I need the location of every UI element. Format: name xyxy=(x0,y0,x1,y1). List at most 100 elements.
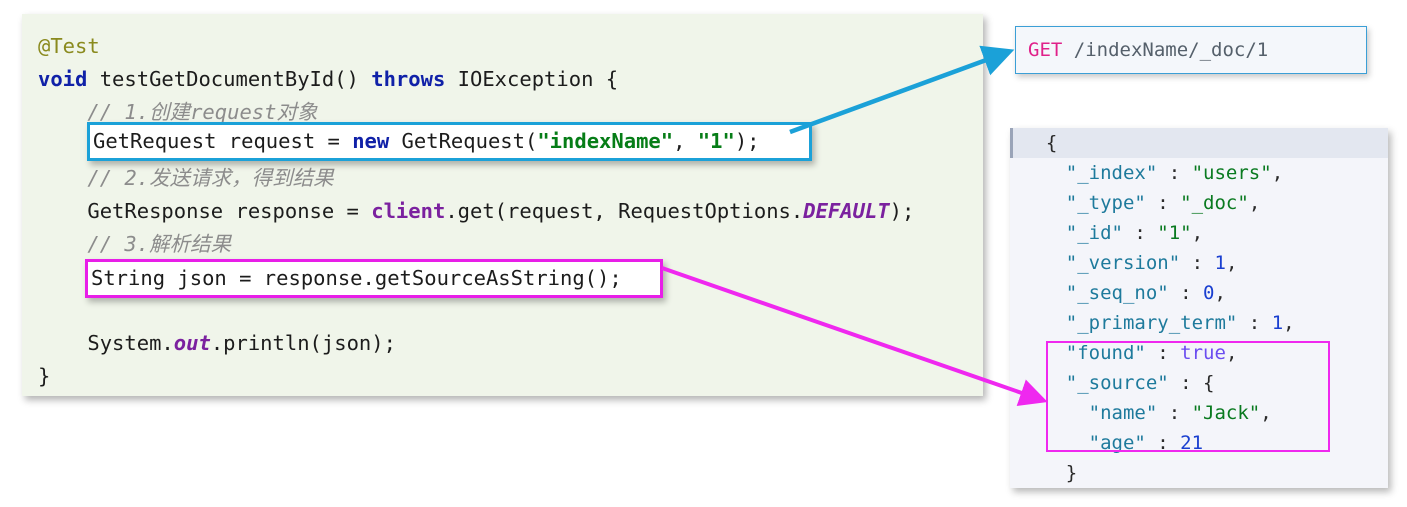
client-variable: client xyxy=(371,199,446,223)
json-token: : xyxy=(1145,342,1181,364)
request-path: /indexName/_doc/1 xyxy=(1062,39,1269,61)
json-token: : xyxy=(1237,312,1272,334)
print-prefix: System. xyxy=(87,331,174,355)
exception-type: IOException { xyxy=(445,67,619,91)
json-token: } xyxy=(1065,462,1078,484)
json-token: , xyxy=(1260,402,1272,424)
json-token: "_id" xyxy=(1065,222,1123,244)
parse-result-highlight: String json = response.getSourceAsString… xyxy=(85,259,663,298)
json-token: "name" xyxy=(1088,402,1158,424)
create-suffix: ); xyxy=(734,129,760,153)
get-request-box: GET /indexName/_doc/1 xyxy=(1015,26,1367,74)
code-line-send: GetResponse response = client.get(reques… xyxy=(38,195,983,228)
code-lines: @Test void testGetDocumentById() throws … xyxy=(22,14,983,393)
comment-send-request: // 2.发送请求，得到结果 xyxy=(87,166,334,190)
json-indent xyxy=(1023,132,1046,154)
method-name: testGetDocumentById() xyxy=(87,67,372,91)
keyword-void: void xyxy=(38,67,88,91)
json-line: { xyxy=(1010,128,1388,158)
keyword-new: new xyxy=(352,129,390,153)
json-indent xyxy=(1020,462,1066,484)
json-indent xyxy=(1020,402,1089,424)
json-line: "age" : 21 xyxy=(1010,428,1388,458)
json-token: "_primary_term" xyxy=(1065,312,1238,334)
create-comma: , xyxy=(673,129,698,153)
json-line: "_id" : "1", xyxy=(1010,218,1388,248)
json-indent xyxy=(1020,282,1066,304)
annotation-token: @Test xyxy=(38,34,100,58)
http-verb: GET xyxy=(1028,39,1063,61)
json-token: "_index" xyxy=(1065,162,1158,184)
json-indent xyxy=(1020,342,1066,364)
code-line-blank xyxy=(38,294,983,327)
json-indent xyxy=(1020,192,1066,214)
json-line: "_source" : { xyxy=(1010,368,1388,398)
json-token: : xyxy=(1168,282,1204,304)
json-token: : xyxy=(1122,222,1158,244)
json-token: "users" xyxy=(1191,162,1272,184)
json-line: "name" : "Jack", xyxy=(1010,398,1388,428)
json-token: : xyxy=(1180,252,1215,274)
code-line-signature: void testGetDocumentById() throws IOExce… xyxy=(38,63,983,96)
json-indent xyxy=(1020,372,1066,394)
json-token: "_doc" xyxy=(1180,192,1249,214)
json-line: "_version" : 1, xyxy=(1010,248,1388,278)
json-line: "_primary_term" : 1, xyxy=(1010,308,1388,338)
keyword-throws: throws xyxy=(371,67,446,91)
comment-parse-result: // 3.解析结果 xyxy=(87,232,232,256)
json-token: true xyxy=(1180,342,1226,364)
json-token: "_version" xyxy=(1065,252,1181,274)
string-index-name: "indexName" xyxy=(537,129,674,153)
code-line-comment-3: // 3.解析结果 xyxy=(38,228,983,261)
create-middle: GetRequest( xyxy=(389,129,538,153)
json-token: , xyxy=(1191,222,1204,244)
json-token: 1 xyxy=(1214,252,1226,274)
json-token: : xyxy=(1145,192,1181,214)
json-indent xyxy=(1020,312,1066,334)
comment-create-request: // 1.创建request对象 xyxy=(87,100,318,124)
json-token: , xyxy=(1225,252,1238,274)
parse-statement: String json = response.getSourceAsString… xyxy=(91,266,622,290)
json-line: "_index" : "users", xyxy=(1010,158,1388,188)
json-token: , xyxy=(1248,192,1261,214)
json-token: "found" xyxy=(1065,342,1146,364)
json-token: "_seq_no" xyxy=(1065,282,1169,304)
json-token: "Jack" xyxy=(1191,402,1261,424)
json-token: 0 xyxy=(1203,282,1215,304)
create-prefix: GetRequest request = xyxy=(93,129,353,153)
json-token: : xyxy=(1145,432,1181,454)
json-line: } xyxy=(1010,458,1388,488)
code-line-create: GetRequest request = new GetRequest("ind… xyxy=(90,125,809,158)
json-token: 21 xyxy=(1180,432,1204,454)
json-line: "_type" : "_doc", xyxy=(1010,188,1388,218)
json-token: { xyxy=(1045,132,1058,154)
get-request-line: GET /indexName/_doc/1 xyxy=(1028,39,1268,61)
json-indent xyxy=(1020,162,1066,184)
code-line-print: System.out.println(json); xyxy=(38,327,983,360)
json-token: , xyxy=(1271,162,1284,184)
request-options-default: DEFAULT xyxy=(803,199,890,223)
closing-brace: } xyxy=(38,364,51,388)
json-token: "_source" xyxy=(1065,372,1169,394)
code-line-comment-2: // 2.发送请求，得到结果 xyxy=(38,162,983,195)
json-token: 1 xyxy=(1271,312,1284,334)
code-editor-panel: @Test void testGetDocumentById() throws … xyxy=(22,14,983,396)
json-line: "found" : true, xyxy=(1010,338,1388,368)
json-token: , xyxy=(1214,282,1226,304)
send-prefix: GetResponse response = xyxy=(87,199,372,223)
json-indent xyxy=(1020,222,1066,244)
json-indent xyxy=(1020,432,1089,454)
json-token: : xyxy=(1157,402,1192,424)
json-token: , xyxy=(1283,312,1295,334)
json-token: : xyxy=(1157,162,1192,184)
system-out: out xyxy=(173,331,211,355)
json-lines: { "_index" : "users", "_type" : "_doc", … xyxy=(1010,128,1388,488)
send-middle: .get(request, RequestOptions. xyxy=(445,199,804,223)
create-request-highlight: GetRequest request = new GetRequest("ind… xyxy=(87,122,812,161)
json-token: "1" xyxy=(1157,222,1192,244)
json-line: "_seq_no" : 0, xyxy=(1010,278,1388,308)
string-doc-id: "1" xyxy=(697,129,735,153)
code-line-annotation: @Test xyxy=(38,30,983,63)
code-line-parse: String json = response.getSourceAsString… xyxy=(88,262,660,295)
code-line-comment-1: // 1.创建request对象 xyxy=(38,96,983,129)
